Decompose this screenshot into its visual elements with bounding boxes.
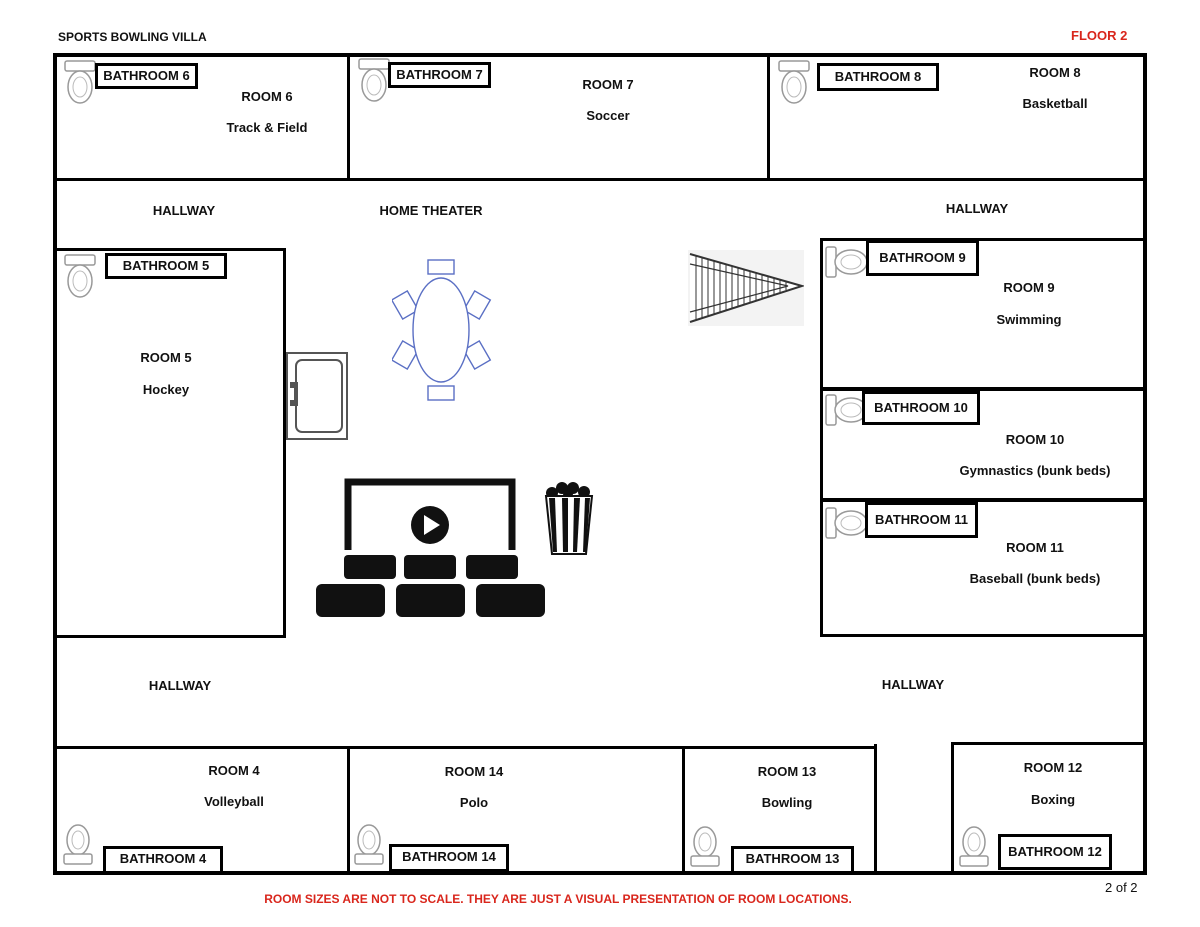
hallway-label: HALLWAY: [881, 677, 945, 692]
room-13-sport: Bowling: [761, 795, 813, 810]
popcorn-icon: [544, 482, 594, 555]
home-theater-label: HOME THEATER: [379, 203, 483, 218]
hallway-label: HALLWAY: [152, 203, 216, 218]
toilet-icon: [354, 824, 384, 865]
room-7-sport: Soccer: [586, 108, 630, 123]
toilet-icon: [64, 60, 96, 104]
toilet-icon: [778, 60, 810, 104]
floor-label: FLOOR 2: [1071, 28, 1128, 43]
toilet-icon: [64, 254, 96, 298]
bathroom-11-label: BATHROOM 11: [865, 502, 978, 538]
room-11-name: ROOM 11: [1006, 540, 1064, 555]
toilet-icon: [690, 826, 720, 867]
room-9-name: ROOM 9: [1003, 280, 1055, 295]
home-theater-icon: [316, 478, 545, 617]
room-12-name: ROOM 12: [1023, 760, 1083, 775]
toilet-icon: [63, 824, 93, 865]
bathroom-4-label: BATHROOM 4: [103, 846, 223, 874]
page-title: SPORTS BOWLING VILLA: [58, 30, 207, 44]
bathroom-10-label: BATHROOM 10: [862, 391, 980, 425]
room-4-name: ROOM 4: [208, 763, 260, 778]
room-4-sport: Volleyball: [204, 794, 264, 809]
bathroom-12-label: BATHROOM 12: [998, 834, 1112, 870]
page-number: 2 of 2: [1105, 880, 1138, 895]
room-13-name: ROOM 13: [757, 764, 817, 779]
dining-table-icon: [392, 259, 492, 401]
room-10-sport: Gymnastics (bunk beds): [959, 463, 1111, 478]
staircase-icon: [688, 250, 804, 326]
room-14-name: ROOM 14: [444, 764, 504, 779]
toilet-icon: [358, 58, 390, 102]
room-8-sport: Basketball: [1022, 96, 1088, 111]
room-6-sport: Track & Field: [226, 120, 308, 135]
toilet-icon: [825, 507, 868, 539]
bathroom-9-label: BATHROOM 9: [866, 240, 979, 276]
hallway-label: HALLWAY: [945, 201, 1009, 216]
footer-note: ROOM SIZES ARE NOT TO SCALE. THEY ARE JU…: [264, 892, 852, 906]
bathroom-13-label: BATHROOM 13: [731, 846, 854, 874]
bathroom-7-label: BATHROOM 7: [388, 62, 491, 88]
room-14-sport: Polo: [459, 795, 489, 810]
hallway-label: HALLWAY: [148, 678, 212, 693]
room-10-name: ROOM 10: [1005, 432, 1065, 447]
room-9-sport: Swimming: [996, 312, 1062, 327]
room-11-sport: Baseball (bunk beds): [969, 571, 1101, 586]
room-5-sport: Hockey: [142, 382, 190, 397]
bathroom-8-label: BATHROOM 8: [817, 63, 939, 91]
bathroom-6-label: BATHROOM 6: [95, 63, 198, 89]
bathroom-14-label: BATHROOM 14: [389, 844, 509, 872]
toilet-icon: [959, 826, 989, 867]
room-7-name: ROOM 7: [582, 77, 634, 92]
room-8-name: ROOM 8: [1029, 65, 1081, 80]
room-12-sport: Boxing: [1030, 792, 1076, 807]
sink-icon: [286, 352, 348, 440]
room-5-name: ROOM 5: [140, 350, 192, 365]
room-6-name: ROOM 6: [241, 89, 293, 104]
bathroom-5-label: BATHROOM 5: [105, 253, 227, 279]
toilet-icon: [825, 246, 868, 278]
